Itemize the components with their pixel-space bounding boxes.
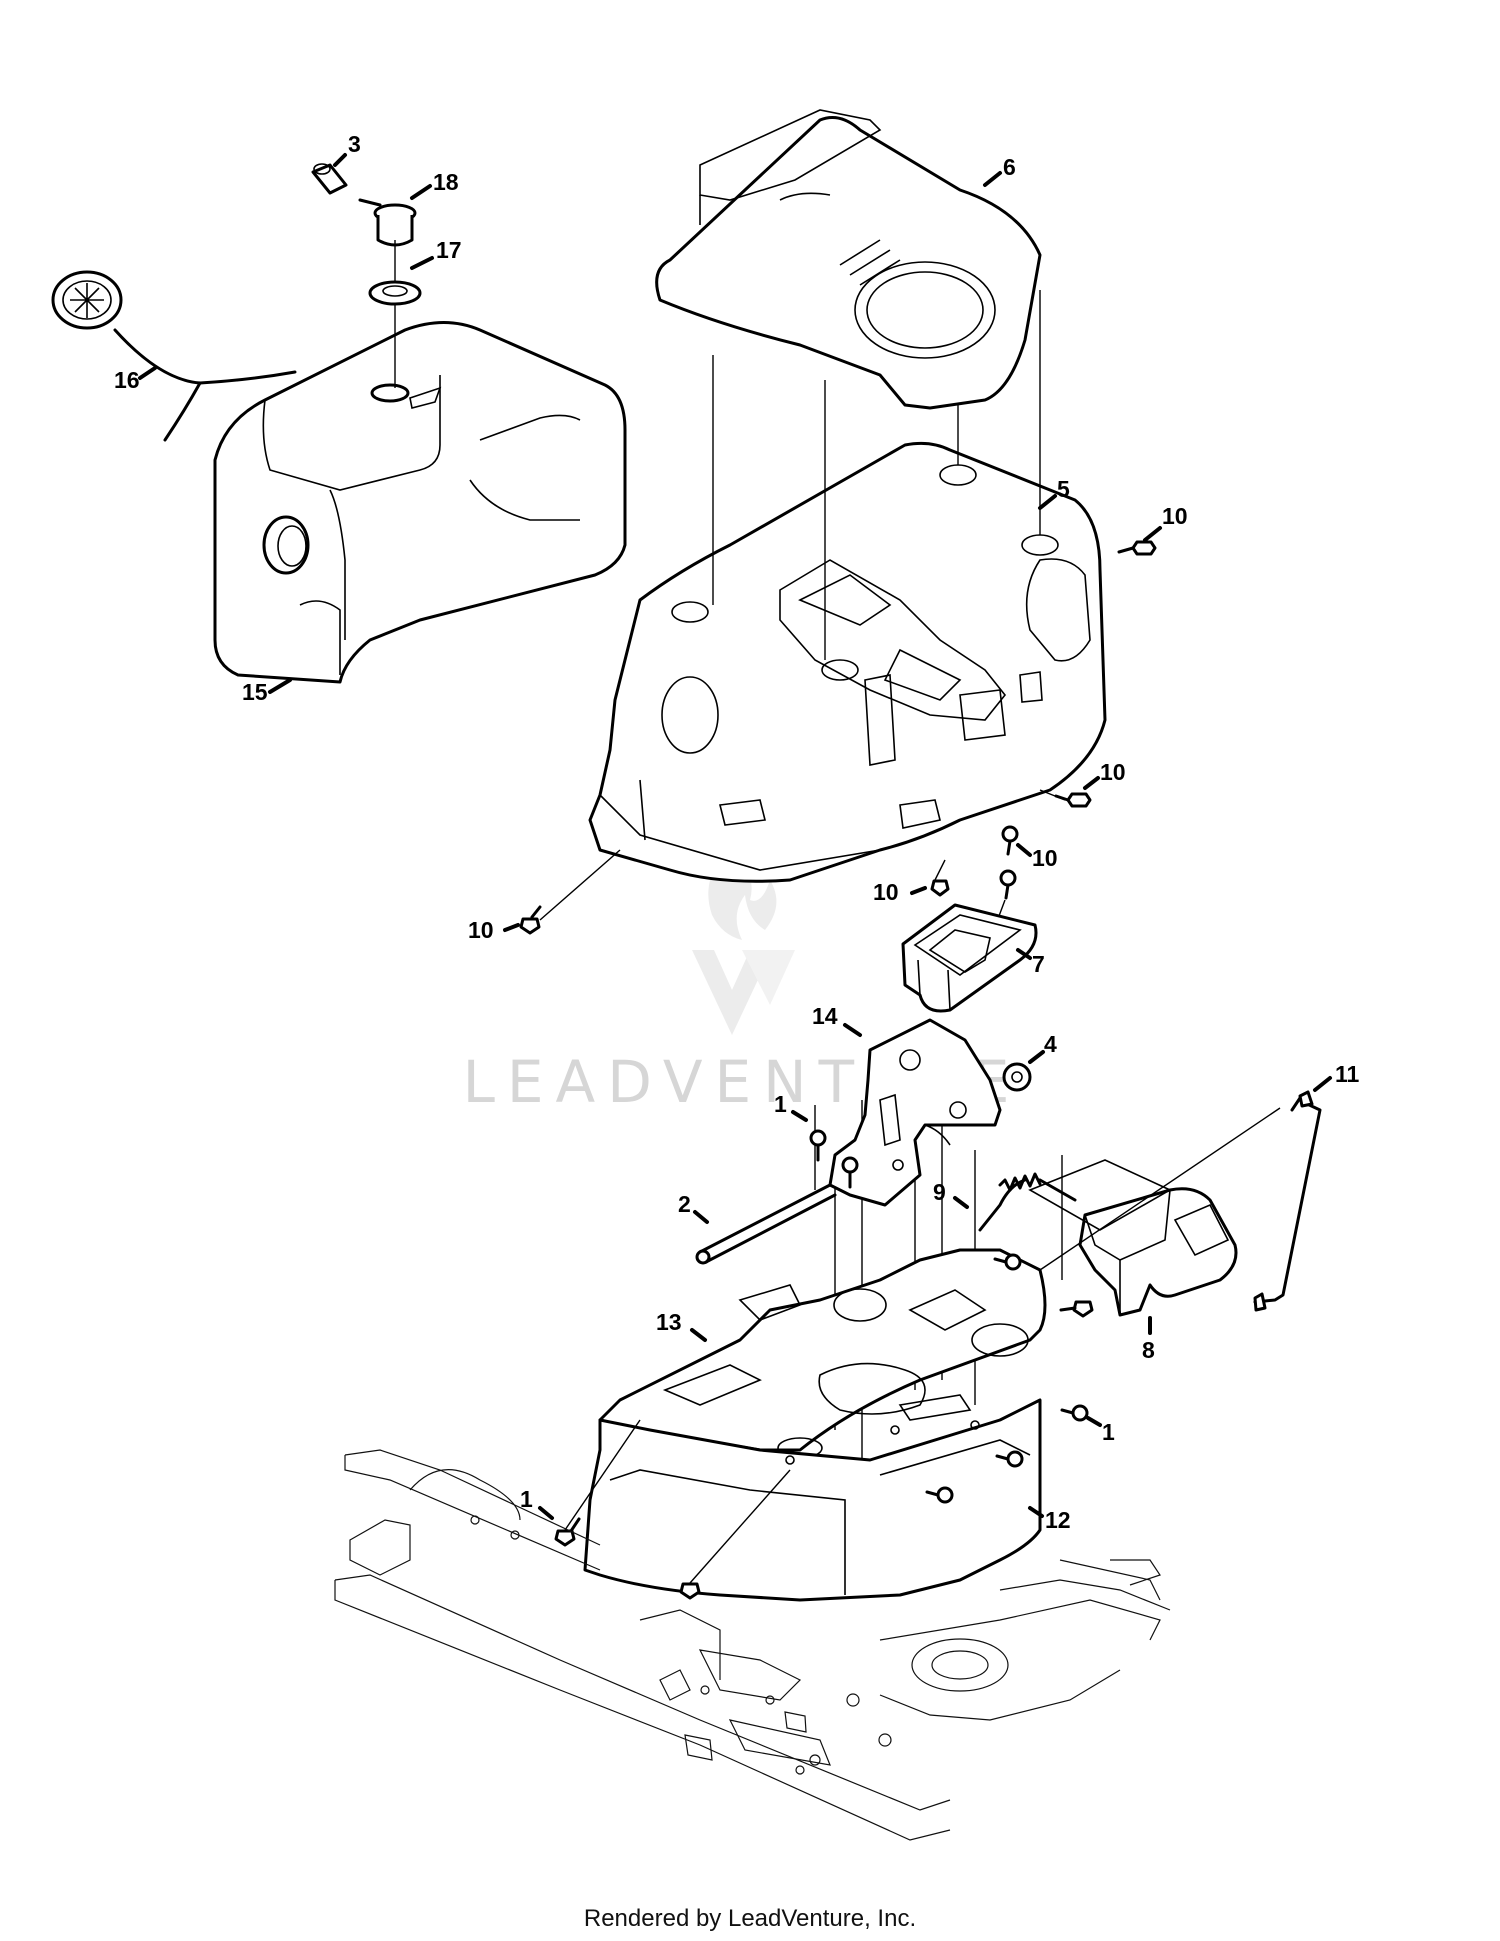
callout-2: 2 (678, 1191, 691, 1217)
callout-5: 5 (1057, 476, 1070, 502)
dash-body (588, 441, 1107, 883)
callout-11: 11 (1335, 1061, 1360, 1087)
callout-1-a: 1 (774, 1091, 787, 1117)
mount-bracket (828, 1018, 1002, 1207)
fuel-tank (213, 321, 627, 684)
fender-base (598, 1248, 1047, 1459)
callout-17: 17 (436, 237, 462, 263)
footer-credit: Rendered by LeadVenture, Inc. (583, 1905, 917, 1932)
callout-labels: 3 18 17 16 15 6 5 10 10 10 10 10 7 14 4 … (114, 131, 1360, 1533)
bolt-hardware (519, 540, 1157, 935)
bracket-screws (809, 1129, 859, 1189)
seat-switch-lever (1028, 1159, 1238, 1317)
callout-1-c: 1 (520, 1486, 533, 1512)
callout-12: 12 (1045, 1507, 1071, 1533)
chassis-frame (334, 1449, 1171, 1841)
callout-18: 18 (433, 169, 459, 195)
front-housing (583, 1398, 1042, 1602)
pivot-pin (695, 1183, 837, 1265)
callout-10-e: 10 (468, 917, 494, 943)
callout-10-b: 10 (1100, 759, 1126, 785)
callout-10-a: 10 (1162, 503, 1188, 529)
callout-10-d: 10 (873, 879, 899, 905)
fuel-gauge-assembly (51, 270, 297, 442)
base-screws (554, 1253, 1094, 1600)
callout-16: 16 (114, 367, 140, 393)
cup-holder (901, 903, 1038, 1013)
dash-cover (655, 109, 1042, 410)
callout-3: 3 (348, 131, 361, 157)
callout-8: 8 (1142, 1337, 1155, 1363)
callout-9: 9 (933, 1179, 946, 1205)
callout-13: 13 (656, 1309, 682, 1335)
callout-14: 14 (812, 1003, 838, 1029)
callout-15: 15 (242, 679, 268, 705)
callout-1-b: 1 (1102, 1419, 1115, 1445)
grommet-4 (1002, 1062, 1032, 1092)
callout-7: 7 (1032, 951, 1045, 977)
linkage-rod (1039, 1090, 1322, 1312)
return-spring (978, 1172, 1077, 1232)
fuel-cap-assembly (311, 163, 422, 388)
callout-4: 4 (1044, 1031, 1057, 1057)
callout-6: 6 (1003, 154, 1016, 180)
callout-10-c: 10 (1032, 845, 1058, 871)
